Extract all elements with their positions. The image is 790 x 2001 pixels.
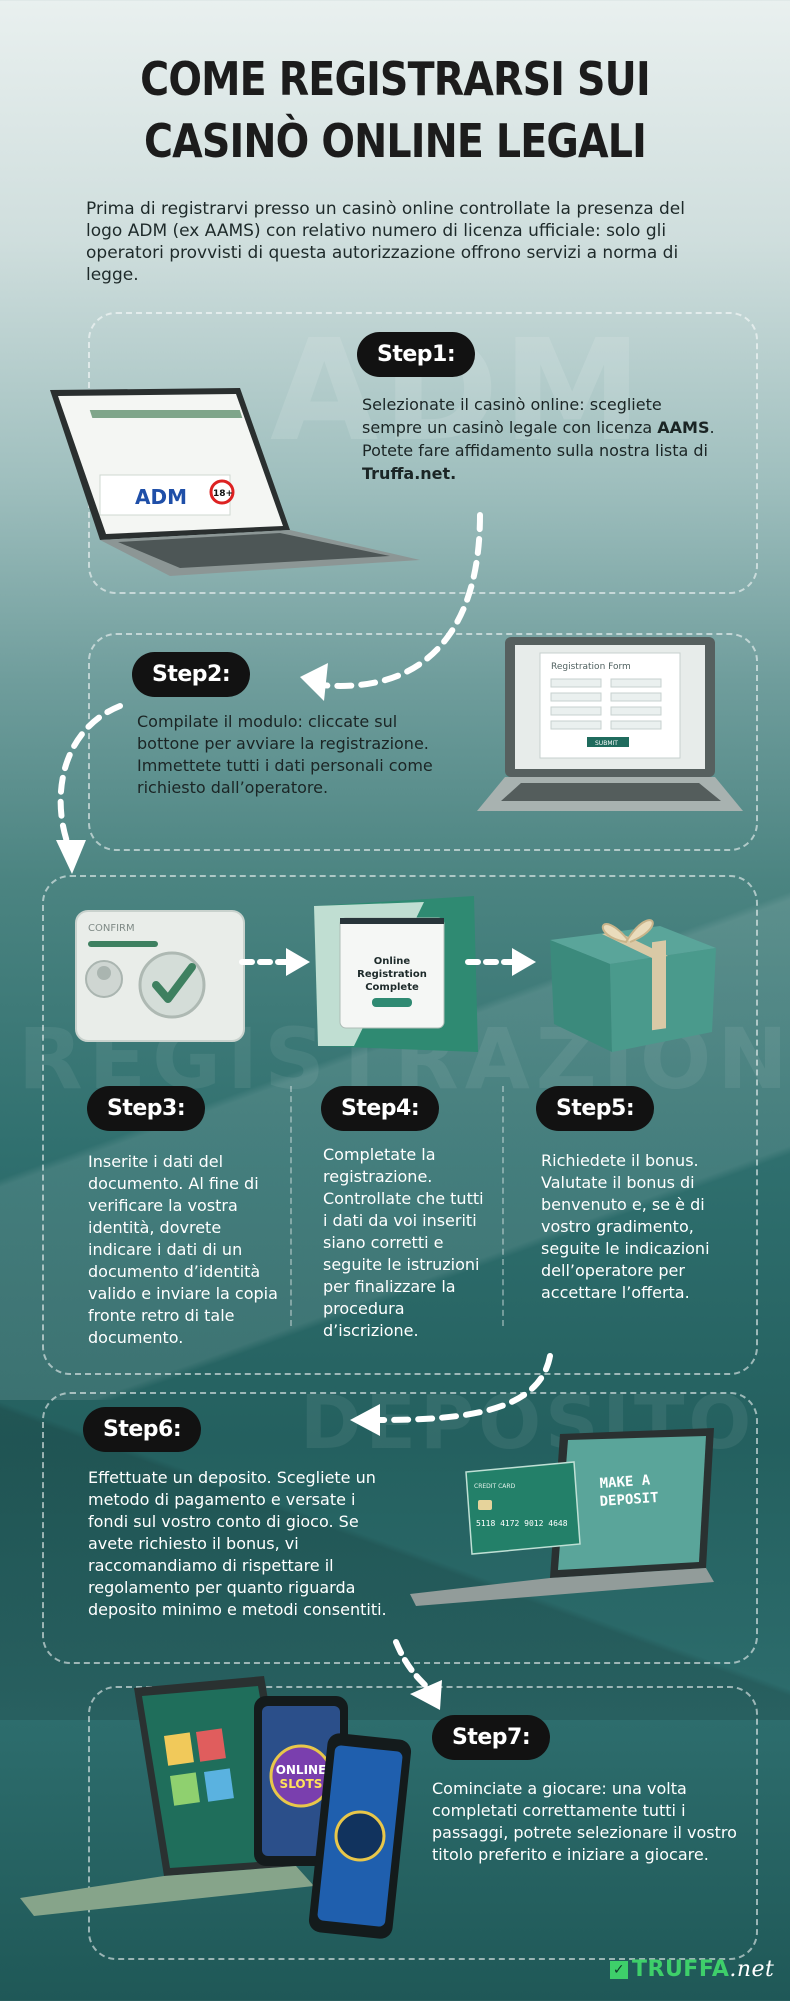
- step1-screen-age: 18+: [213, 489, 233, 499]
- step6-screen-text-2: DEPOSIT: [599, 1490, 659, 1510]
- step2-label: Step2:: [132, 652, 251, 697]
- step6-label: Step6:: [83, 1407, 202, 1452]
- step5-text: Richiedete il bonus. Valutate il bonus d…: [541, 1151, 710, 1302]
- step1-screen-adm: ADM: [135, 485, 187, 509]
- step1-text-truffa: Truffa.net.: [362, 464, 457, 483]
- step7-text: Cominciate a giocare: una volta completa…: [432, 1779, 737, 1864]
- step7-devices-illustration: ONLINE SLOTS: [20, 1676, 412, 1939]
- step6-card-label: CREDIT CARD: [474, 1483, 516, 1490]
- step3-text: Inserite i dati del documento. Al fine d…: [88, 1152, 278, 1347]
- step1-text-b: . Potete fare affidamento sulla nostra l…: [362, 418, 715, 460]
- steps345-box: [42, 875, 758, 1375]
- arrow-step2-to-step3: [56, 703, 123, 874]
- step6-card-number: 5118 4172 9012 4648: [476, 1519, 568, 1528]
- step2-form-title: Registration Form: [551, 662, 631, 672]
- step4-screen-text-3: Complete: [365, 982, 419, 993]
- step3-id-card-illustration: CONFIRM: [75, 910, 245, 1042]
- step7-phone-text-2: SLOTS: [280, 1777, 323, 1791]
- title-line-2: CASINÒ ONLINE LEGALI: [144, 114, 647, 168]
- step7-label: Step7:: [432, 1715, 551, 1760]
- step4-registration-complete-illustration: Online Registration Complete: [314, 896, 478, 1052]
- step2-form-button: SUBMIT: [595, 740, 618, 747]
- arrow-step4-to-step5: [465, 948, 536, 976]
- step2-laptop-illustration: Registration Form SUBMIT: [477, 637, 743, 811]
- divider-4-5: [502, 1086, 504, 1326]
- logo-suffix: .net: [729, 1957, 775, 1982]
- page-title: COME REGISTRARSI SUI CASINÒ ONLINE LEGAL…: [55, 48, 734, 172]
- step2-text: Compilate il modulo: cliccate sul botton…: [137, 712, 433, 797]
- step5-gift-box-illustration: [550, 919, 716, 1052]
- step4-screen-text-1: Online: [374, 956, 411, 967]
- step1-text-aams: AAMS: [657, 418, 710, 437]
- step6-screen-text-1: MAKE A: [599, 1472, 651, 1492]
- step4-screen-text-2: Registration: [357, 969, 427, 980]
- step7-box: [88, 1686, 758, 1960]
- step1-text: Selezionate il casinò online: scegliete …: [362, 393, 720, 485]
- arrow-step1-to-step2: [300, 512, 483, 701]
- step1-text-a: Selezionate il casinò online: scegliete …: [362, 395, 662, 437]
- logo-main: TRUFFA: [632, 1957, 730, 1982]
- step2-box: [88, 633, 758, 851]
- truffa-logo: ✓TRUFFA.net: [610, 1957, 774, 1982]
- logo-check-icon: ✓: [610, 1961, 628, 1979]
- step6-laptop-card-illustration: MAKE A DEPOSIT CREDIT CARD 5118 4172 901…: [410, 1428, 714, 1606]
- step7-phone-text-1: ONLINE: [276, 1763, 327, 1777]
- title-line-1: COME REGISTRARSI SUI: [140, 52, 651, 106]
- step3-card-label: CONFIRM: [88, 923, 135, 934]
- step6-text: Effettuate un deposito. Scegliete un met…: [88, 1468, 387, 1619]
- step3-label: Step3:: [87, 1086, 206, 1131]
- step1-laptop-illustration: ADM 18+: [50, 388, 420, 576]
- arrow-step5-to-step6: [350, 1353, 553, 1436]
- divider-3-4: [290, 1086, 292, 1326]
- arrow-step3-to-step4: [239, 948, 310, 976]
- step6-box: [42, 1392, 758, 1664]
- step4-text: Completate la registrazione. Controllate…: [323, 1145, 484, 1340]
- intro-text: Prima di registrarvi presso un casinò on…: [86, 199, 685, 285]
- step1-label: Step1:: [357, 332, 476, 377]
- step4-label: Step4:: [321, 1086, 440, 1131]
- step5-label: Step5:: [536, 1086, 655, 1131]
